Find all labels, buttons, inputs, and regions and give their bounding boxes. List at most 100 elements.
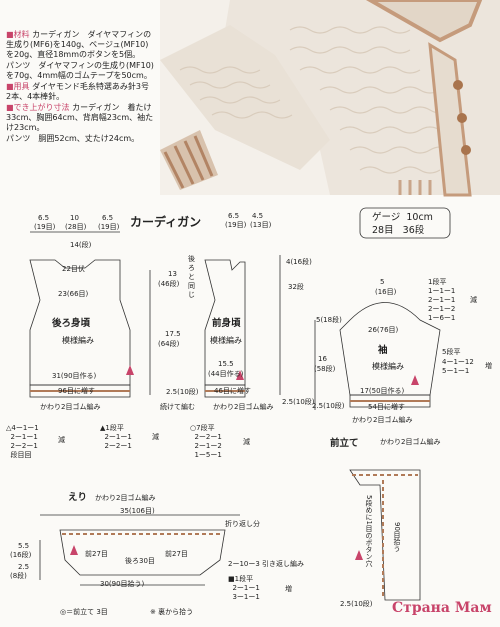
- back-dim-2: 10: [70, 214, 79, 222]
- back-pattern: 模様編み: [62, 336, 94, 345]
- front-height1: 13: [168, 270, 177, 278]
- f3-1: 2ー2ー1: [194, 433, 222, 441]
- collar-rows-27a: 前27目: [85, 550, 108, 558]
- sleeve-name: 袖: [378, 345, 388, 356]
- sleeve-dec-2: 2ー1ー1: [428, 296, 456, 304]
- collar-legend1: ◎＝前立て 3目: [60, 608, 108, 616]
- f1-3: 段目回: [10, 451, 32, 459]
- back-hem-inc: 96目に増す: [58, 387, 95, 395]
- sleeve-outline: [339, 302, 441, 396]
- sleeve-rib-height: 2.5(10段): [312, 402, 345, 410]
- size-line1: カーディガン 着たけ33cm、胸囲64cm、背肩幅23cm、袖たけ23cm。: [6, 103, 154, 132]
- front-name: 前身頃: [212, 318, 241, 329]
- f1-0: 4ー1ー1: [11, 424, 39, 432]
- gauge-label-row: ゲージ 10cm: [372, 212, 433, 223]
- front-rib-label: かわり2目ゴム編み: [213, 403, 274, 411]
- back-piece-outline: [29, 259, 131, 386]
- back-rib-label: かわり2目ゴム編み: [40, 403, 101, 411]
- collar-left-h2: 2.5: [18, 563, 30, 571]
- formula-3-word: 減: [243, 438, 250, 446]
- f4-1: 2ー1ー1: [232, 584, 260, 592]
- gauge-width: 10cm: [406, 212, 433, 223]
- f4-0: 1段平: [234, 575, 254, 583]
- f3-3: 1ー5ー1: [194, 451, 222, 459]
- sleeve-inc1: 4ー1ー12: [442, 358, 474, 366]
- back-dim-3b: (19目): [98, 223, 120, 231]
- sleeve-top: 5: [380, 278, 385, 286]
- gauge-label: ゲージ: [372, 212, 401, 223]
- sleeve-dec-3: 2ー1ー2: [428, 305, 456, 313]
- front-band-rib: かわり2目ゴム編み: [380, 438, 441, 446]
- gauge-rows: 28目: [372, 225, 394, 236]
- front-dim-1b: (19目): [225, 221, 247, 229]
- size-line2: パンツ 胴囲52cm、丈たけ24cm。: [6, 134, 140, 143]
- back-dim-2b: (28目): [65, 223, 87, 231]
- watermark-logo: Страна Мам: [392, 600, 492, 616]
- sleeve-dec-4: 1ー6ー1: [428, 314, 456, 322]
- back-chest: 23(66目): [58, 290, 89, 298]
- collar-left-h: 5.5: [18, 542, 30, 550]
- front-band-title: 前立て: [330, 438, 359, 449]
- back-dim-1: 6.5: [38, 214, 50, 222]
- sleeve-length: 16: [318, 355, 327, 363]
- materials-heading: ■材料: [6, 30, 30, 39]
- collar-left-h-b: (16段): [10, 551, 32, 559]
- front-armhole-b: (44目作る): [208, 370, 244, 378]
- back-shoulder: 22目伏: [62, 265, 85, 273]
- sleeve-dec-0: 1段平: [428, 278, 447, 286]
- gauge-box-outline: [359, 207, 451, 239]
- back-dim-3: 6.5: [102, 214, 114, 222]
- front-neck-rows: 4(16段): [286, 258, 312, 266]
- needles-text: ダイヤモンド毛糸特選あみ針3号 2本、4本棒針。: [6, 82, 149, 101]
- formula-2: ▲1段平 2ー1ー1 2ー2ー1: [100, 424, 132, 450]
- formula-1: △4ー1ー1 2ー1ー1 2ー2ー1 段目回: [6, 424, 39, 459]
- f4-2: 3ー1ー1: [232, 593, 260, 601]
- front-armhole: 15.5: [218, 360, 234, 368]
- collar-rib: かわり2目ゴム編み: [95, 494, 156, 502]
- front-rib-height: 2.5(10段): [166, 388, 199, 396]
- sleeve-inc2: 5ー1ー1: [442, 367, 470, 375]
- sleeve-dec-word: 減: [470, 296, 477, 304]
- gauge-values-row: 28目 36段: [372, 225, 424, 236]
- collar-rows-30: 後ろ30目: [125, 557, 155, 565]
- sleeve-width: 26(76目): [368, 326, 399, 334]
- front-pattern: 模様編み: [210, 336, 242, 345]
- cardigan-title: カーディガン: [130, 215, 202, 229]
- sleeve-inc-label: 5段平: [442, 348, 461, 356]
- f1-1: 2ー1ー1: [10, 433, 38, 441]
- f2-2: 2ー2ー1: [104, 442, 132, 450]
- front-continue: 続けて編む: [160, 403, 195, 411]
- sleeve-length-b: (58段): [314, 365, 336, 373]
- front-band-buttonhole: 5段めに1目のボタン穴: [365, 495, 373, 567]
- formula-1-word: 減: [58, 436, 65, 444]
- collar-legend2: ※ 裏から拾う: [150, 608, 194, 616]
- collar-rows-27b: 前27目: [165, 550, 188, 558]
- direction-arrows: [70, 365, 419, 560]
- gauge-stitches: 36段: [402, 225, 425, 236]
- collar-cast: 30(90目拾う): [100, 580, 145, 588]
- back-dim-1b: (19目): [34, 223, 56, 231]
- collar-f4-word: 増: [285, 585, 292, 593]
- collar-left-h2-b: (8段): [10, 572, 27, 580]
- collar-f4: ■1段平 2ー1ー1 3ー1ー1: [228, 575, 260, 601]
- f3-2: 2ー1ー2: [194, 442, 222, 450]
- sleeve-top-b: (16目): [375, 288, 397, 296]
- materials-block: ■材料 カーディガン ダイヤマフィンの生成り(MF6)を140g、ベージュ(MF…: [6, 30, 156, 145]
- size-heading: ■でき上がり寸法: [6, 103, 70, 112]
- collar-width: 35(106目): [120, 507, 155, 515]
- materials-line2: パンツ ダイヤマフィンの生成り(MF10)を70g、4mm幅のゴムテープを50c…: [6, 61, 154, 80]
- needles-heading: ■用具: [6, 82, 30, 91]
- f2-0: 1段平: [105, 424, 124, 432]
- front-piece-outline: [204, 259, 246, 386]
- front-side-rows: 32段: [288, 283, 304, 291]
- back-hem: 31(90目作る): [52, 372, 97, 380]
- sleeve-pattern: 模様編み: [372, 362, 404, 371]
- collar-outline: [59, 529, 226, 576]
- materials-line1: カーディガン ダイヤマフィンの生成り(MF6)を140g、ベージュ(MF10)を…: [6, 30, 152, 59]
- sleeve-rib-label: かわり2目ゴム編み: [352, 416, 413, 424]
- f3-0: 7段平: [196, 424, 215, 432]
- collar-short-rows: 2ー10ー3 引き返し編み: [228, 560, 305, 568]
- f1-2: 2ー2ー1: [10, 442, 38, 450]
- f2-1: 2ー1ー1: [104, 433, 132, 441]
